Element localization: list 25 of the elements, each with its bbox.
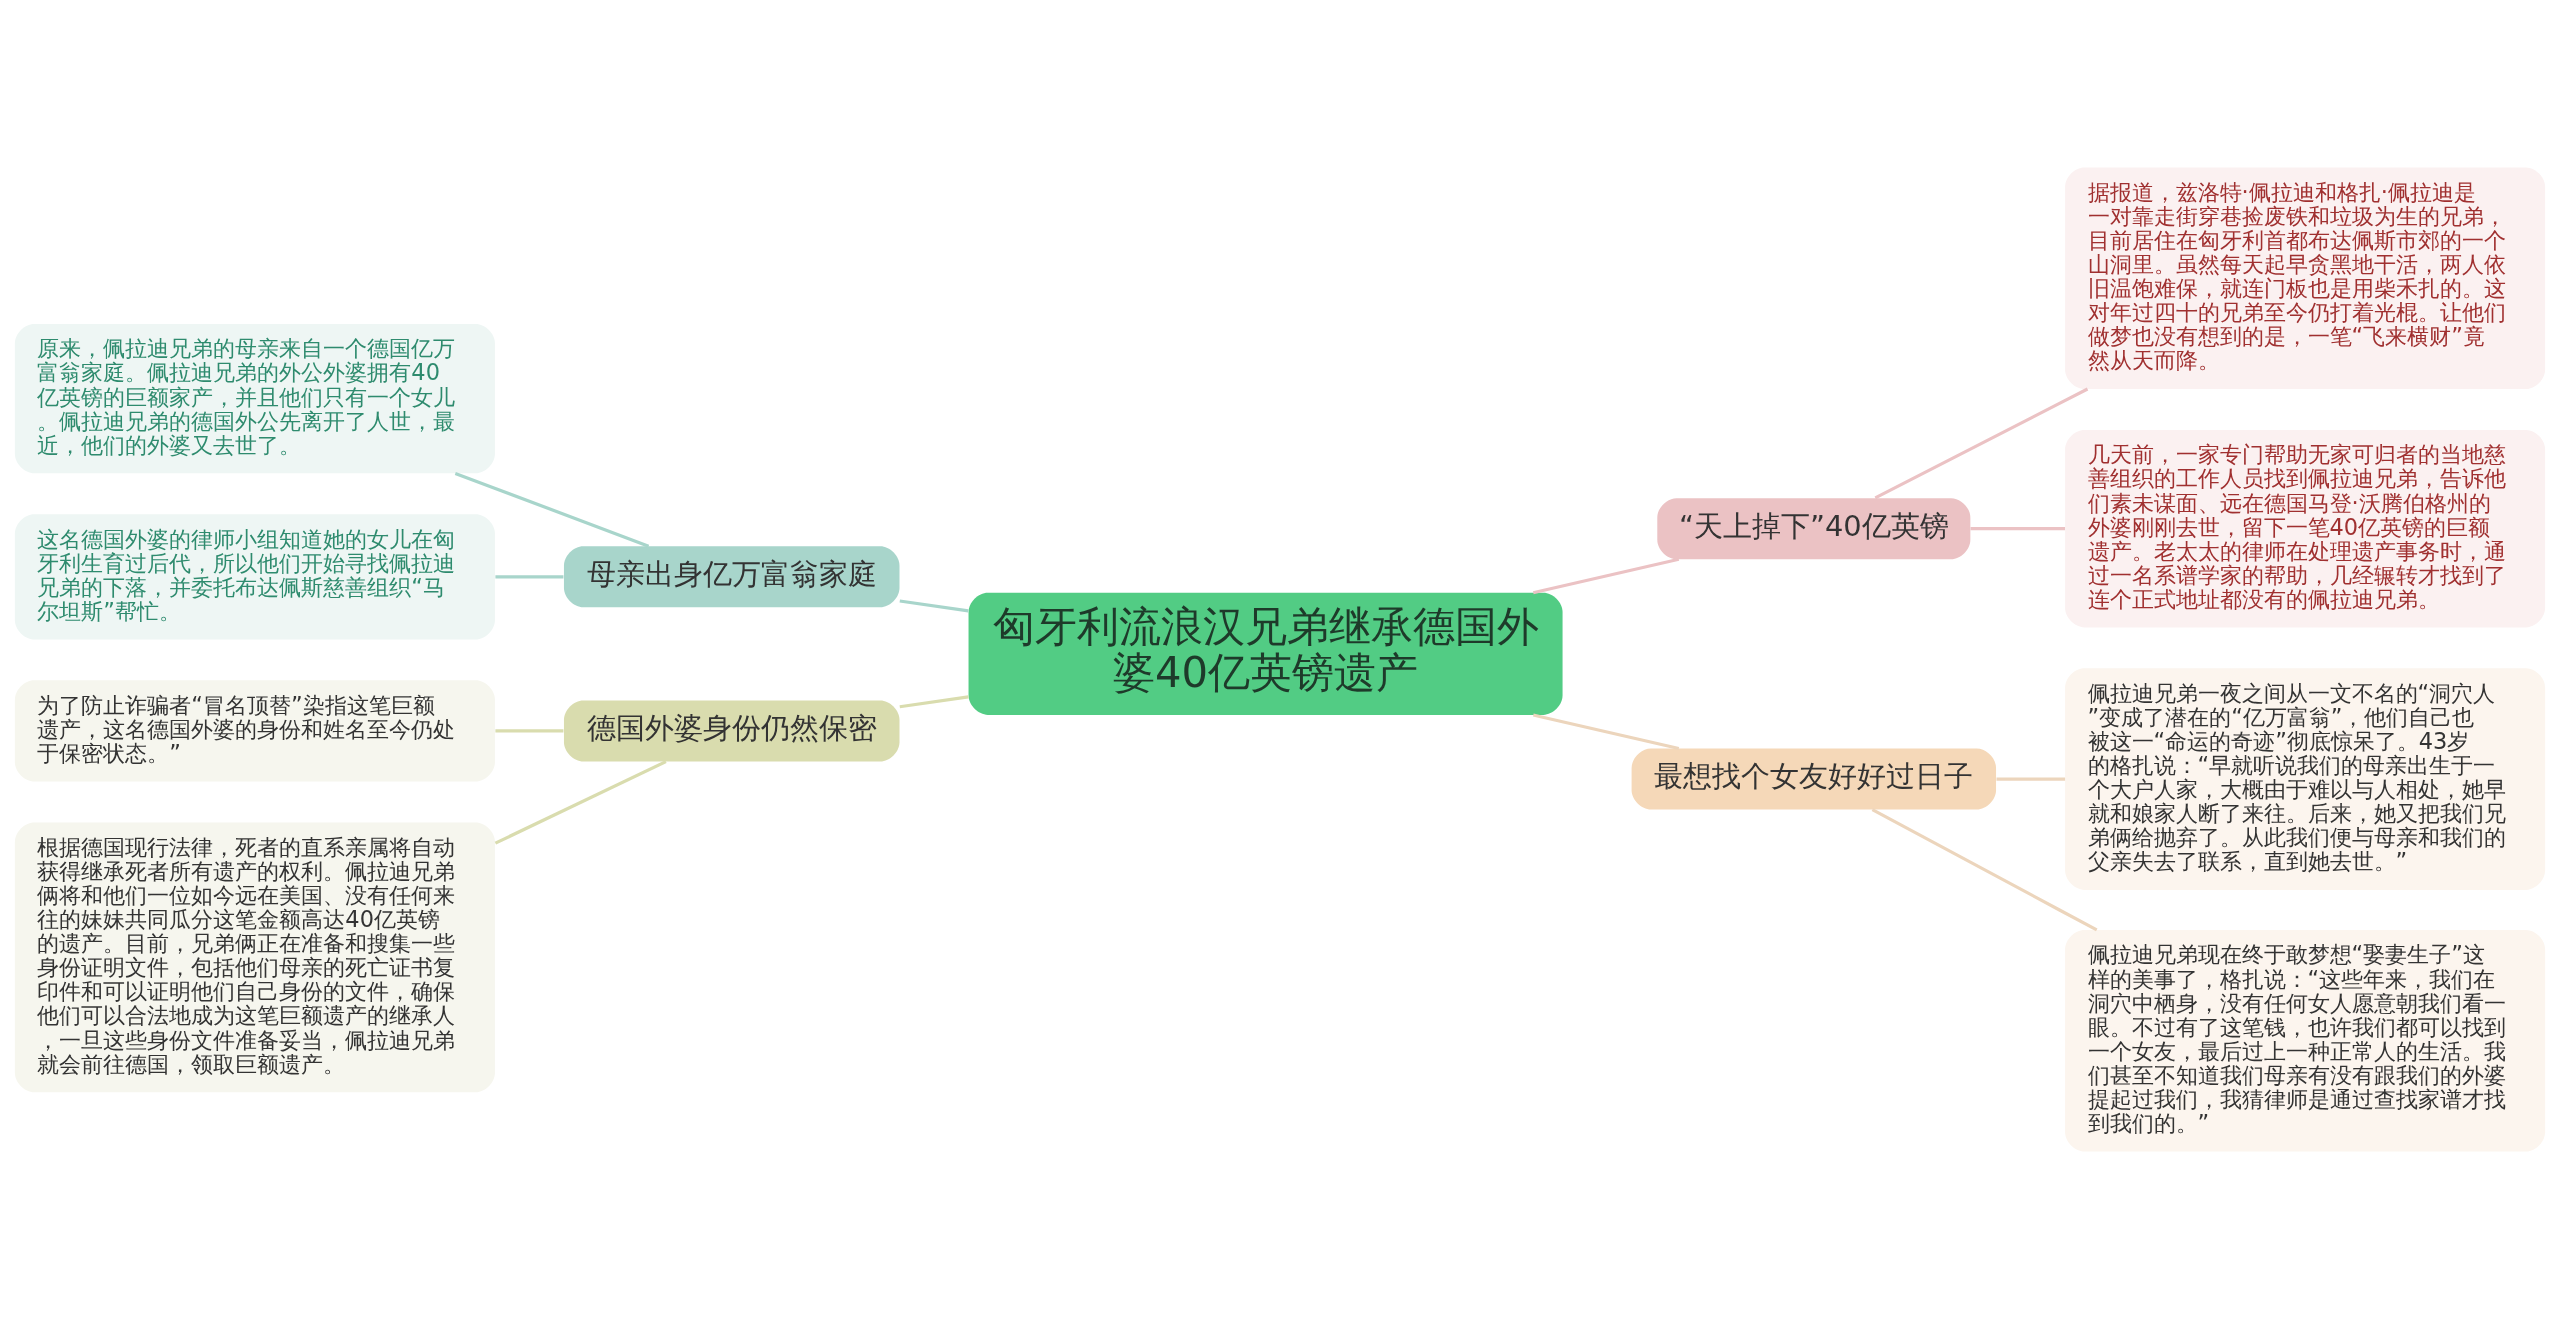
connector <box>495 729 564 733</box>
connector <box>1874 387 2089 500</box>
connector <box>454 471 650 548</box>
node-box: 这名德国外婆的律师小组知道她的女儿在匈牙利生育过后代，所以他们开始寻找佩拉迪兄弟的下落，并委托布达佩斯慈善组织“马尔坦斯”帮忙。 <box>14 514 495 640</box>
node-box: 根据德国现行法律，死者的直系亲属将自动获得继承死者所有遗产的权利。佩拉迪兄弟俩将和他们一位如今远在美国、没有任何来往的妹妹共同瓜分这笔金额高达40亿英镑的遗产。目前，兄弟俩正在准备和搜集一些身份证明文件，包括他们母亲的死亡证书复印件和可以证明他们自己身份的文件，确保他们可以合法地成为这笔巨额遗产的继承人，一旦这些身份文件准备妥当，佩拉迪兄弟就会前往德国，领取巨额遗产。 <box>14 822 495 1093</box>
connector <box>899 599 969 613</box>
node-box: “天上掉下”40亿英镑 <box>1657 498 1971 560</box>
connector <box>1871 808 2098 932</box>
node-box: 据报道，兹洛特·佩拉迪和格扎·佩拉迪是一对靠走街穿巷捡废铁和垃圾为生的兄弟，目前居住在匈牙利首都布达佩斯市郊的一个山洞里。虽然每天起早贪黑地干活，两人依旧温饱难保，就连门板也是用柴禾扎的。这对年过四十的兄弟至今仍打着光棍。让他们做梦也没有想到的是，一笔“飞来横财”竟然从天而降。 <box>2065 167 2546 389</box>
connector <box>494 760 667 845</box>
node-box: 佩拉迪兄弟现在终于敢梦想“娶妻生子”这样的美事了，格扎说：“这些年来，我们在洞穴中栖身，没有任何女人愿意朝我们看一眼。不过有了这笔钱，也许我们都可以找到一个女友，最后过上一种正常人的生活。我们甚至不知道我们母亲有没有跟我们的外婆提起过我们，我猜律师是通过查找家谱才找到我们的。” <box>2065 930 2546 1152</box>
node-box: 母亲出身亿万富翁家庭 <box>563 546 900 608</box>
connector <box>1532 713 1680 751</box>
node-box: 几天前，一家专门帮助无家可归者的当地慈善组织的工作人员找到佩拉迪兄弟，告诉他们素未谋面、远在德国马登·沃腾伯格州的外婆刚刚去世，留下一笔40亿英镑的巨额遗产。老太太的律师在处理遗产事务时，通过一名系谱学家的帮助，几经辗转才找到了连个正式地址都没有的佩拉迪兄弟。 <box>2065 429 2546 628</box>
node-box: 佩拉迪兄弟一夜之间从一文不名的“洞穴人”变成了潜在的“亿万富翁”，他们自己也被这一“命运的奇迹”彻底惊呆了。43岁的格扎说：“早就听说我们的母亲出生于一个大户人家，大概由于难以与人相处，她早就和娘家人断了来往。后来，她又把我们兄弟俩给抛弃了。从此我们便与母亲和我们的父亲失去了联系，直到她去世。” <box>2065 668 2546 890</box>
connector <box>1970 527 2066 531</box>
connector <box>1532 557 1680 595</box>
node-box: 德国外婆身份仍然保密 <box>563 700 900 762</box>
node-box: 最想找个女友好好过日子 <box>1631 748 1997 810</box>
connector <box>1996 777 2066 781</box>
node-box: 匈牙利流浪汉兄弟继承德国外婆40亿英镑遗产 <box>968 592 1563 715</box>
connector <box>899 695 969 709</box>
node-box: 原来，佩拉迪兄弟的母亲来自一个德国亿万富翁家庭。佩拉迪兄弟的外公外婆拥有40亿英镑的巨额家产，并且他们只有一个女儿。佩拉迪兄弟的德国外公先离开了人世，最近，他们的外婆又去世了。 <box>14 323 495 474</box>
node-box: 为了防止诈骗者“冒名顶替”染指这笔巨额遗产，这名德国外婆的身份和姓名至今仍处于保密状态。” <box>14 680 495 782</box>
connector <box>495 575 564 579</box>
